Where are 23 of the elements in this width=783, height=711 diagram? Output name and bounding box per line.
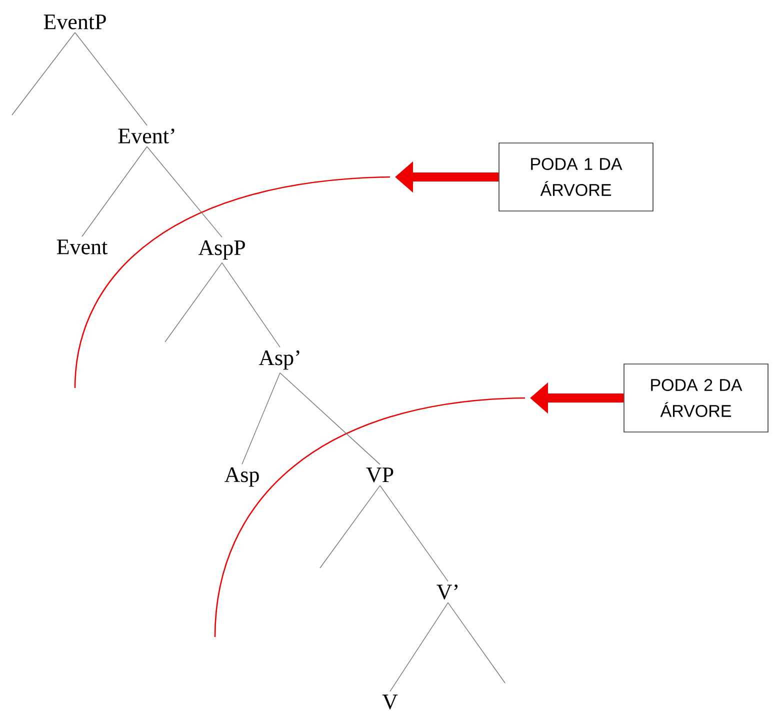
branch-line: [242, 372, 280, 465]
tree-label: Asp: [224, 467, 259, 487]
branch-line: [380, 485, 448, 582]
branch-line: [82, 146, 148, 237]
label-box: PODA 2 DA ÁRVORE: [624, 364, 768, 432]
branch-line: [222, 262, 280, 348]
branch-line: [12, 32, 76, 116]
tree-label: Event: [56, 240, 108, 254]
tree-label: V’: [436, 584, 458, 600]
tree-label: V: [382, 694, 398, 710]
branch-line: [448, 602, 506, 684]
branch-line: [164, 262, 222, 342]
branch-line: [146, 146, 222, 238]
branch-line: [280, 372, 380, 465]
tree-label: Event’: [118, 128, 174, 144]
tree-label: Asp’: [258, 350, 300, 370]
label-box: PODA 1 DA ÁRVORE: [498, 142, 654, 212]
tree-label: EventP: [44, 14, 106, 30]
branch-line: [320, 485, 380, 568]
branch-line: [74, 32, 148, 126]
branch-line: [390, 602, 448, 692]
tree-label: AspP: [198, 240, 245, 260]
tree-label: VP: [366, 468, 394, 482]
